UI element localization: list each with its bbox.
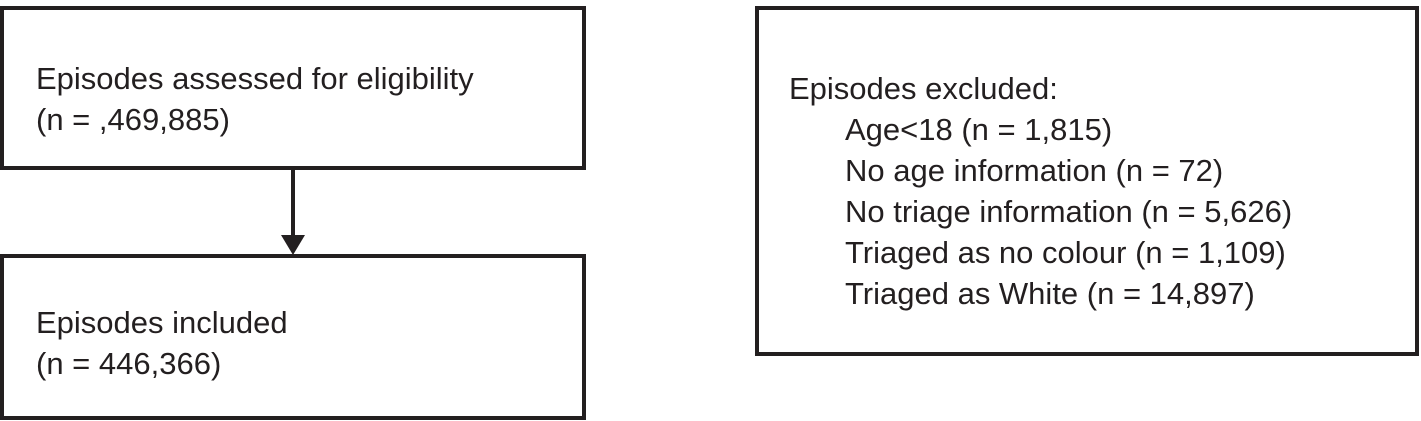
connector-arrowhead [281,235,305,255]
included-title: Episodes included [36,305,288,340]
excluded-item-no-triage: No triage information (n = 5,626) [845,194,1293,229]
excluded-item-no-age: No age information (n = 72) [845,153,1224,188]
included-count: (n = 446,366) [36,346,222,381]
included-box: Episodes included (n = 446,366) [0,254,586,420]
excluded-title: Episodes excluded: [789,71,1058,106]
included-box-text: Episodes included (n = 446,366) [36,302,288,384]
excluded-box-text: Episodes excluded: Age<18 (n = 1,815) No… [789,68,1292,314]
assessed-box-text: Episodes assessed for eligibility (n = ,… [36,58,474,140]
excluded-item-age-under-18: Age<18 (n = 1,815) [845,112,1113,147]
assessed-title: Episodes assessed for eligibility [36,61,474,96]
excluded-item-no-colour: Triaged as no colour (n = 1,109) [845,235,1286,270]
assessed-box: Episodes assessed for eligibility (n = ,… [0,6,586,170]
excluded-box: Episodes excluded: Age<18 (n = 1,815) No… [755,6,1419,356]
assessed-count: (n = ,469,885) [36,102,230,137]
excluded-item-white: Triaged as White (n = 14,897) [845,276,1255,311]
